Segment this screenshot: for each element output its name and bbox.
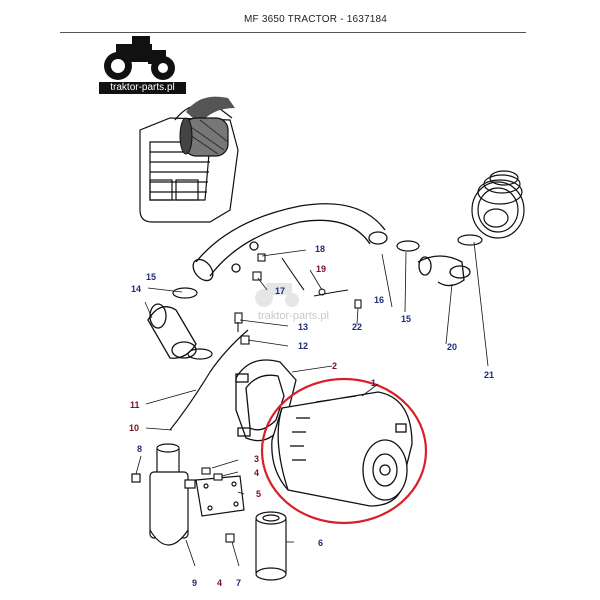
inset-hose-hatched xyxy=(179,96,235,157)
svg-text:3: 3 xyxy=(254,454,259,464)
filter-element-6 xyxy=(255,511,287,581)
svg-text:16: 16 xyxy=(374,295,384,305)
header-divider xyxy=(60,32,526,33)
brand-logo-text: traktor-parts.pl xyxy=(99,82,186,94)
adapter-plate-5 xyxy=(195,475,245,517)
tractor-icon xyxy=(104,36,175,80)
svg-text:2: 2 xyxy=(332,361,337,371)
turbo-pulley xyxy=(471,170,525,239)
svg-text:14: 14 xyxy=(131,284,141,294)
left-clamps xyxy=(172,287,213,360)
svg-text:4: 4 xyxy=(254,468,259,478)
svg-text:10: 10 xyxy=(129,423,139,433)
svg-text:9: 9 xyxy=(192,578,197,588)
highlight-circle xyxy=(260,377,428,525)
svg-text:21: 21 xyxy=(484,370,494,380)
callout-4-bottom: 4 xyxy=(217,578,222,588)
svg-text:7: 7 xyxy=(236,578,241,588)
svg-text:1: 1 xyxy=(371,378,376,388)
indicator-wire-10 xyxy=(169,329,249,431)
intake-pipe xyxy=(192,203,388,282)
restriction-indicator-9 xyxy=(131,443,196,546)
svg-text:12: 12 xyxy=(298,341,308,351)
svg-text:13: 13 xyxy=(298,322,308,332)
watermark-logo xyxy=(255,283,299,307)
page-title: MF 3650 TRACTOR - 1637184 xyxy=(244,14,388,25)
hose-clamps-right xyxy=(396,234,483,252)
watermark-text: traktor-parts.pl xyxy=(258,310,329,322)
svg-text:15: 15 xyxy=(146,272,156,282)
svg-text:22: 22 xyxy=(352,322,362,332)
air-cleaner-housing xyxy=(271,391,413,507)
svg-text:17: 17 xyxy=(275,286,285,296)
left-elbow-hose-14 xyxy=(147,303,197,359)
leader-lines xyxy=(135,241,489,567)
svg-text:11: 11 xyxy=(130,400,140,410)
callout-labels: 1 2 3 4 5 6 7 8 9 10 11 12 13 14 15 16 1… xyxy=(129,244,494,588)
svg-text:19: 19 xyxy=(316,264,326,274)
screws-3-4 xyxy=(201,467,235,543)
svg-text:6: 6 xyxy=(318,538,323,548)
elbow-hose-20 xyxy=(417,255,471,287)
svg-text:5: 5 xyxy=(256,489,261,499)
svg-text:20: 20 xyxy=(447,342,457,352)
svg-text:18: 18 xyxy=(315,244,325,254)
callout-15-right: 15 xyxy=(401,314,411,324)
svg-text:8: 8 xyxy=(137,444,142,454)
